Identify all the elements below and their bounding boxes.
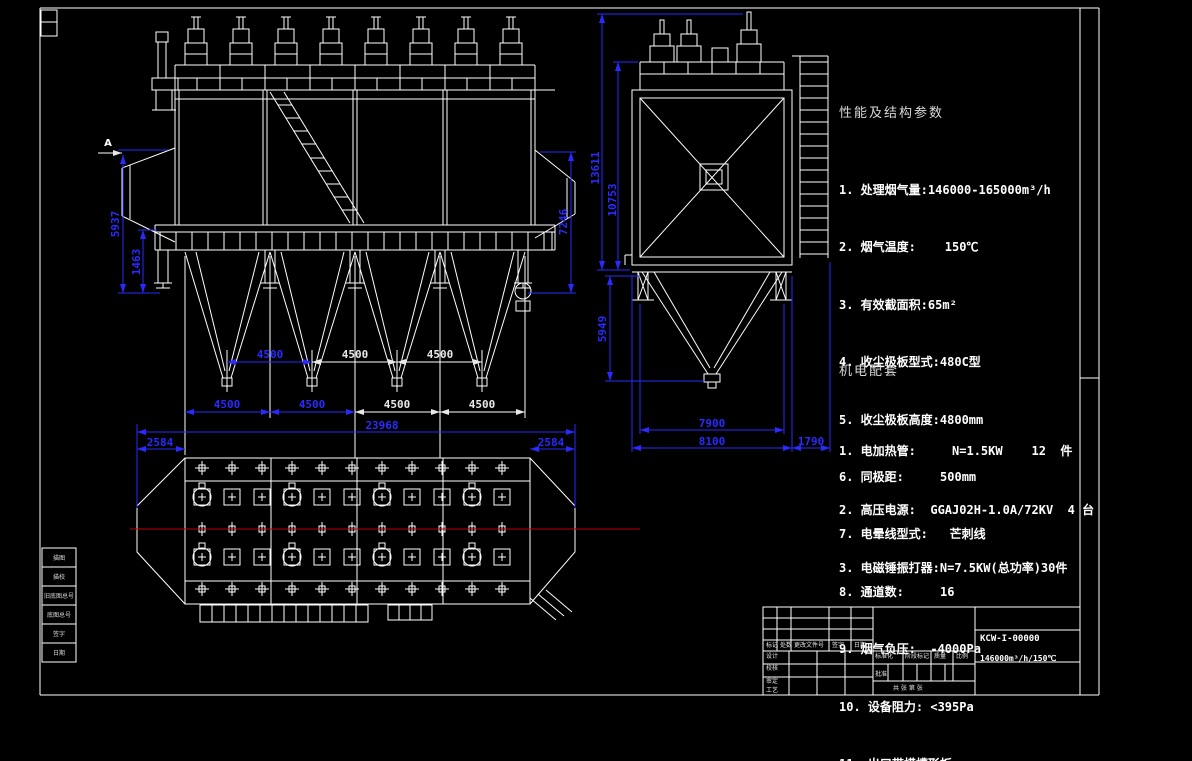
- tb-role: 审定: [766, 678, 779, 685]
- tb-stage: 阶段标记: [905, 653, 930, 660]
- border-field-label: 描图: [53, 554, 65, 562]
- mech-block: 机电配套 1. 电加热管: N=1.5KW 12 件 2. 高压电源: GGAJ…: [839, 322, 1099, 598]
- section-marker-label: A: [104, 138, 112, 149]
- spec-block: 性能及结构参数 1. 处理烟气量:146000-165000m³/h 2. 烟气…: [839, 64, 1089, 761]
- front-elevation-view: [121, 16, 576, 392]
- dim-side-width-inner: 7900: [699, 417, 726, 430]
- tb-rev-header: 标记: [766, 642, 779, 649]
- tb-approve: 批准: [875, 671, 888, 678]
- dim-pitch-bottom-2: 4500: [299, 398, 326, 411]
- side-view: [624, 11, 829, 389]
- dim-pitch-bottom-3: 4500: [384, 398, 411, 411]
- sheet-border: [39, 7, 1100, 696]
- dim-pitch-top-1: 4500: [257, 348, 284, 361]
- dim-side-width-ladder: 1790: [798, 435, 825, 448]
- mech-item: 1. 电加热管: N=1.5KW 12 件: [839, 444, 1073, 458]
- mech-title: 机电配套: [839, 364, 900, 379]
- dim-pitch-bottom-4: 4500: [469, 398, 496, 411]
- tb-rev-header: 签字: [832, 642, 845, 649]
- border-field-label: 底图总号: [47, 611, 71, 619]
- spec-item: 6. 同极距: 500mm: [839, 470, 977, 485]
- tb-rev-header: 日期: [854, 642, 867, 649]
- section-marker: A: [98, 138, 122, 156]
- tb-rev-header: 处数: [780, 642, 793, 649]
- spec-item: 9. 烟气负压: -4000Pa: [839, 642, 981, 657]
- dimensions-white: [184, 256, 526, 458]
- spec-item: 8. 通道数: 16: [839, 584, 955, 599]
- dimensions-blue: [118, 13, 831, 508]
- spec-item: 5. 收尘极板高度:4800mm: [839, 412, 984, 427]
- dim-pitch-bottom-1: 4500: [214, 398, 241, 411]
- tb-sheet: 共 张 第 张: [893, 685, 923, 692]
- dim-front-height-total: 5937: [109, 211, 122, 238]
- mech-item: 3. 电磁锤振打器:N=7.5KW(总功率)30件: [839, 561, 1068, 575]
- border-field-label: 描校: [53, 573, 65, 581]
- tb-standard: 标准化: [875, 653, 894, 660]
- dim-side-height-body: 10753: [606, 183, 619, 216]
- spec-item: 7. 电晕线型式: 芒刺线: [839, 527, 986, 542]
- tb-role: 设计: [766, 653, 779, 660]
- tb-role: 校核: [766, 665, 779, 672]
- dim-pitch-top-3: 4500: [427, 348, 454, 361]
- tb-rev-header: 更改文件号: [794, 642, 825, 649]
- dim-front-height-base: 1463: [130, 249, 143, 276]
- tb-drawing-code: KCW-I-00000: [980, 634, 1040, 644]
- border-field-label: 日期: [53, 649, 65, 657]
- dim-end-right: 2584: [538, 436, 565, 449]
- dim-pitch-top-2: 4500: [342, 348, 369, 361]
- spec-item: 3. 有效截面积:65m²: [839, 297, 957, 312]
- border-field-label: 签字: [53, 630, 65, 638]
- title-block: [762, 606, 1081, 696]
- spec-item: 2. 烟气温度: 150℃: [839, 240, 979, 255]
- dim-side-height-hopper: 5949: [596, 316, 609, 343]
- dimension-texts: 5937 1463 7246 4500 4500 4500 4500 4500 …: [109, 151, 824, 449]
- plan-view: [136, 457, 576, 623]
- tb-role: 工艺: [766, 687, 779, 694]
- tb-scale: 比例: [956, 653, 969, 660]
- spec-item: 4. 收尘极板型式:480C型: [839, 355, 981, 370]
- dim-end-left: 2584: [147, 436, 174, 449]
- border-field-label: 旧底图总号: [44, 592, 74, 600]
- dim-front-height-right: 7246: [557, 208, 570, 235]
- spec-title: 性能及结构参数: [839, 106, 945, 121]
- dim-side-width-body: 8100: [699, 435, 726, 448]
- border-field-labels: 描图 描校 旧底图总号 底图总号 签字 日期: [44, 554, 74, 657]
- spec-item: 11. 出口带横槽形板:: [839, 755, 1089, 761]
- spec-item: 1. 处理烟气量:146000-165000m³/h: [839, 183, 1051, 197]
- spec-item: 10. 设备阻力: <395Pa: [839, 699, 974, 714]
- mech-item: 2. 高压电源: GGAJ02H-1.0A/72KV 4 台: [839, 502, 1095, 517]
- tb-weight: 质量: [934, 653, 947, 660]
- dim-length-total: 23968: [365, 419, 398, 432]
- tb-capacity: 146000m³/h/150℃: [980, 654, 1057, 663]
- dim-side-height-total: 13611: [589, 151, 602, 184]
